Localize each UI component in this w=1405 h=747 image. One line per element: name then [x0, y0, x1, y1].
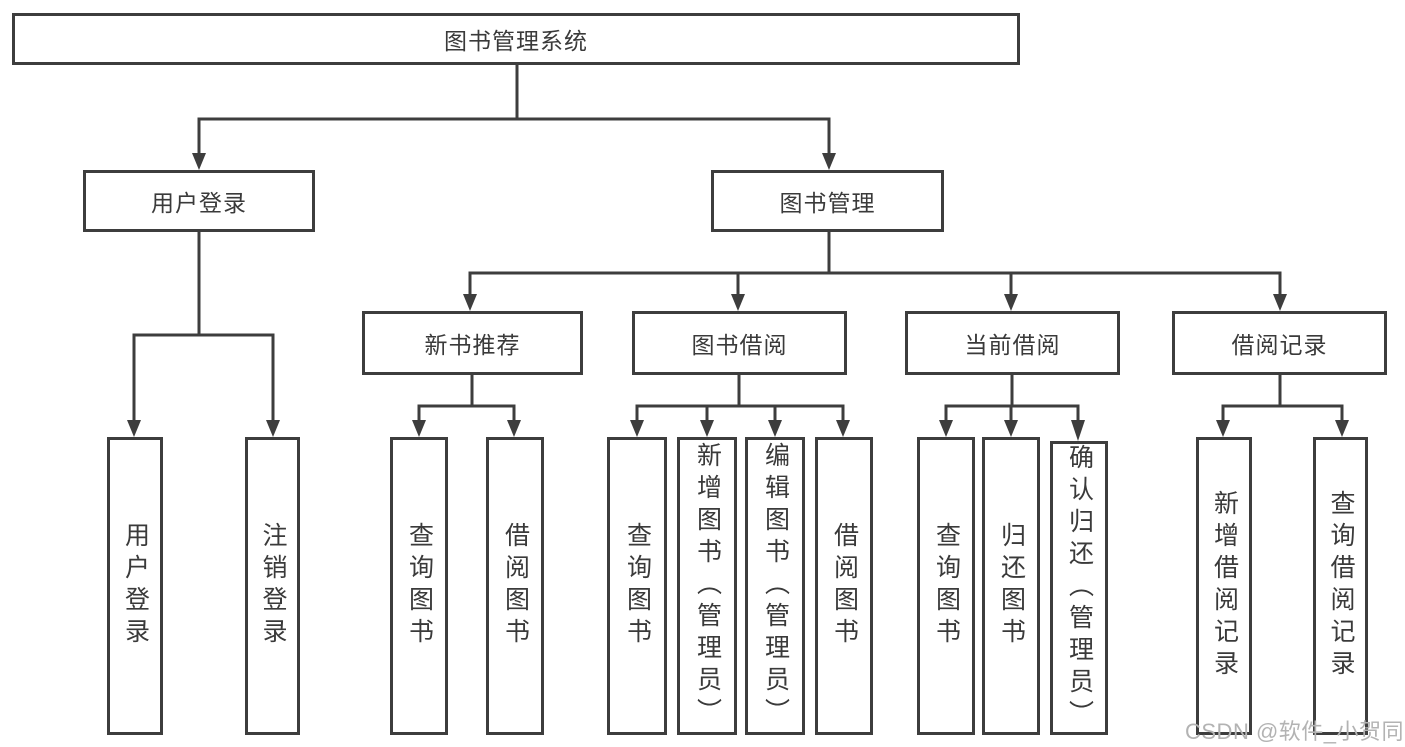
node-borrowing-records: 借阅记录 — [1172, 311, 1387, 375]
node-leaf-user-login: 用户登录 — [107, 437, 163, 735]
connector-book-management-to-level3 — [463, 232, 1287, 311]
csdn-watermark: CSDN @软件_小贺同学 — [1185, 719, 1405, 744]
connector-book-borrowing-to-leaves — [630, 375, 850, 437]
connector-user-login-to-leaves — [127, 232, 280, 437]
node-leaf-confirm-return-admin: 确认归还（管理员） — [1050, 441, 1108, 735]
node-leaf-borrow-books: 借阅图书 — [815, 437, 873, 735]
node-library-management-system: 图书管理系统 — [12, 13, 1020, 65]
node-current-borrowing: 当前借阅 — [905, 311, 1120, 375]
node-leaf-return-books: 归还图书 — [982, 437, 1040, 735]
node-leaf-logout: 注销登录 — [245, 437, 300, 735]
node-user-login: 用户登录 — [83, 170, 315, 232]
node-leaf-edit-books-admin: 编辑图书（管理员） — [745, 437, 805, 735]
node-book-borrowing: 图书借阅 — [632, 311, 847, 375]
connector-new-book-rec-to-leaves — [412, 375, 521, 437]
node-leaf-borrow-books-rec: 借阅图书 — [486, 437, 544, 735]
node-leaf-query-books-rec: 查询图书 — [390, 437, 448, 735]
node-book-management: 图书管理 — [711, 170, 944, 232]
node-leaf-query-borrow-record: 查询借阅记录 — [1313, 437, 1368, 735]
node-leaf-add-books-admin: 新增图书（管理员） — [677, 437, 737, 735]
connector-borrowing-records-to-leaves — [1216, 375, 1349, 437]
connector-root-to-level2 — [192, 65, 836, 170]
connector-current-borrowing-to-leaves — [939, 375, 1085, 441]
node-leaf-query-books-current: 查询图书 — [917, 437, 975, 735]
node-leaf-query-books-borrow: 查询图书 — [607, 437, 667, 735]
node-leaf-add-borrow-record: 新增借阅记录 — [1196, 437, 1252, 735]
node-new-book-recommendation: 新书推荐 — [362, 311, 583, 375]
